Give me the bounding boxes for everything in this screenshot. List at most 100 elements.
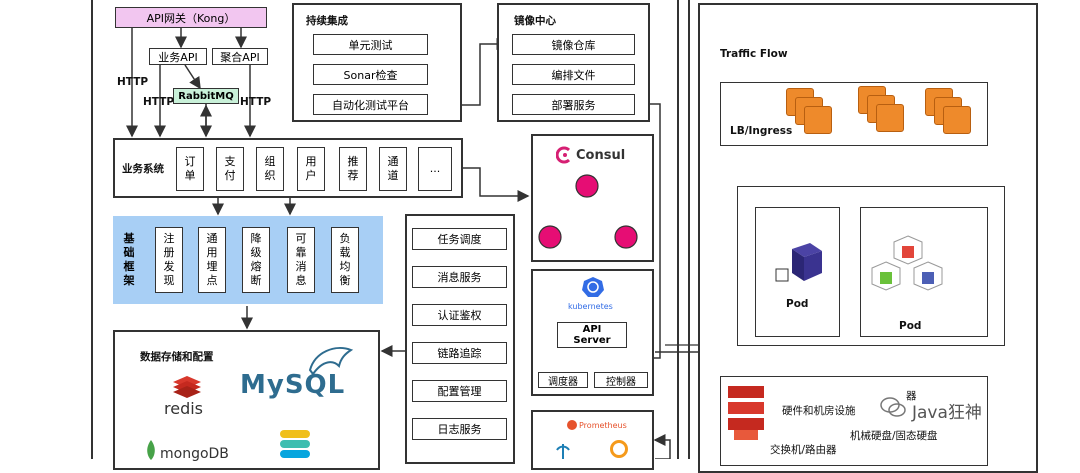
registry-item-label: 镜像仓库 <box>551 38 596 52</box>
pod-2-label: Pod <box>899 320 922 332</box>
hardware-switch-label: 交换机/路由器 <box>770 444 837 456</box>
infra-item-label: 降级熔断 <box>250 232 262 287</box>
data-storage-title: 数据存储和配置 <box>140 351 214 363</box>
service-item-0: 任务调度 <box>412 228 507 250</box>
prometheus-icon <box>567 420 577 430</box>
business-item-5: 通道 <box>379 147 407 191</box>
api-server-label: API Server <box>573 324 611 346</box>
service-item-label: 认证鉴权 <box>437 309 482 322</box>
aggregate-api-label: 聚合API <box>220 50 260 64</box>
lb-ingress-label: LB/Ingress <box>730 125 793 137</box>
ci-item-2: 自动化测试平台 <box>313 94 428 115</box>
business-item-4: 推荐 <box>339 147 367 191</box>
ci-title: 持续集成 <box>306 15 348 27</box>
infra-item-4: 负载均衡 <box>331 227 359 293</box>
hardware-server-label: 器 <box>906 390 917 402</box>
kubernetes-label: kubernetes <box>568 302 613 311</box>
api-gateway-box: API网关（Kong） <box>115 7 267 28</box>
ci-item-label: 单元测试 <box>348 38 393 52</box>
mongodb-leaf-icon <box>145 440 157 460</box>
mysql-logo: MySQL <box>240 370 346 400</box>
business-item-label: 订单 <box>184 155 196 182</box>
business-item-6: ... <box>418 147 452 191</box>
rabbitmq-label: RabbitMQ <box>178 90 234 102</box>
service-item-2: 认证鉴权 <box>412 304 507 326</box>
pod-1-icon <box>774 243 822 291</box>
pod-2-icon <box>866 232 954 312</box>
mongodb-label: mongoDB <box>160 446 229 462</box>
http-label-1: HTTP <box>117 76 149 88</box>
ci-item-label: Sonar检查 <box>343 68 398 82</box>
business-item-label: 支付 <box>224 155 236 182</box>
service-item-3: 链路追踪 <box>412 342 507 364</box>
business-item-label: 通道 <box>387 155 399 182</box>
watermark-text: Java狂神 <box>912 403 982 423</box>
pod-1-label: Pod <box>786 298 809 310</box>
hardware-box <box>720 376 988 466</box>
registry-item-1: 编排文件 <box>512 64 635 85</box>
scheduler-box: 调度器 <box>538 372 588 388</box>
data-storage-box <box>113 330 380 470</box>
wechat-icon <box>880 396 906 418</box>
infra-item-3: 可靠消息 <box>287 227 315 293</box>
service-item-4: 配置管理 <box>412 380 507 402</box>
grafana-icon <box>610 440 628 458</box>
lb-instance-icon <box>876 104 904 132</box>
aws-hardware-icon <box>724 382 768 442</box>
http-label-3: HTTP <box>240 96 272 108</box>
redis-label: redis <box>164 399 204 418</box>
business-item-2: 组织 <box>256 147 284 191</box>
registry-item-label: 部署服务 <box>551 98 596 112</box>
infra-framework-title: 基础框架 <box>123 232 135 287</box>
business-item-1: 支付 <box>216 147 244 191</box>
ci-item-label: 自动化测试平台 <box>332 98 409 112</box>
business-item-0: 订单 <box>176 147 204 191</box>
aggregate-api-box: 聚合API <box>212 48 268 65</box>
service-item-label: 任务调度 <box>437 233 482 246</box>
http-label-2: HTTP <box>143 96 175 108</box>
service-item-1: 消息服务 <box>412 266 507 288</box>
infra-item-2: 降级熔断 <box>242 227 270 293</box>
lb-instance-icon <box>804 106 832 134</box>
controller-label: 控制器 <box>606 376 636 388</box>
business-system-title: 业务系统 <box>122 163 164 175</box>
scheduler-label: 调度器 <box>548 376 578 388</box>
prometheus-label: Prometheus <box>579 421 627 430</box>
service-item-label: 链路追踪 <box>437 347 482 360</box>
infra-item-0: 注册发现 <box>155 227 183 293</box>
service-item-label: 配置管理 <box>437 385 482 398</box>
business-item-label: 组织 <box>264 155 276 182</box>
business-item-label: 推荐 <box>347 155 359 182</box>
redis-icon <box>171 374 203 398</box>
registry-item-2: 部署服务 <box>512 94 635 115</box>
registry-item-label: 编排文件 <box>551 68 596 82</box>
antenna-icon <box>553 442 573 459</box>
infra-item-label: 通用埋点 <box>206 232 218 287</box>
business-item-label: 用户 <box>305 155 317 182</box>
business-api-box: 业务API <box>149 48 207 65</box>
business-item-3: 用户 <box>297 147 325 191</box>
prometheus-box <box>531 410 654 470</box>
hardware-facility-label: 硬件和机房设施 <box>782 405 856 417</box>
service-item-label: 消息服务 <box>437 271 482 284</box>
ci-item-0: 单元测试 <box>313 34 428 55</box>
service-item-5: 日志服务 <box>412 418 507 440</box>
api-server-box: API Server <box>557 322 627 348</box>
business-item-label: ... <box>429 162 441 175</box>
kubernetes-icon <box>582 276 604 298</box>
registry-item-0: 镜像仓库 <box>512 34 635 55</box>
elastic-icon <box>278 428 312 458</box>
consul-icon <box>555 146 574 164</box>
traffic-flow-title: Traffic Flow <box>720 48 788 60</box>
rabbitmq-box: RabbitMQ <box>173 88 239 104</box>
api-gateway-label: API网关（Kong） <box>146 11 236 25</box>
lb-instance-icon <box>943 106 971 134</box>
infra-item-label: 可靠消息 <box>295 232 307 287</box>
hardware-disk-label: 机械硬盘/固态硬盘 <box>850 430 938 442</box>
ci-item-1: Sonar检查 <box>313 64 428 85</box>
dolphin-icon <box>305 340 355 380</box>
registry-title: 镜像中心 <box>514 15 556 27</box>
business-system-box <box>113 138 463 198</box>
infra-item-label: 负载均衡 <box>339 232 351 287</box>
business-api-label: 业务API <box>158 50 198 64</box>
